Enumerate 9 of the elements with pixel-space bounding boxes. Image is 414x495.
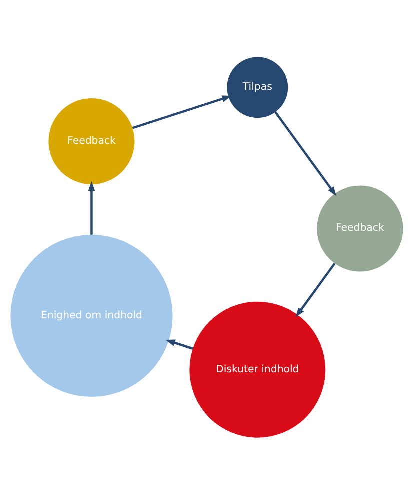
- node-circle: Feedback: [48, 98, 135, 185]
- arrow: [88, 181, 96, 235]
- arrow: [296, 262, 336, 318]
- node-circle: Tilpas: [227, 57, 288, 118]
- arrow: [132, 96, 232, 130]
- arrow: [166, 340, 194, 350]
- node-circle: Diskuter indhold: [190, 302, 326, 438]
- arrow: [274, 112, 337, 196]
- node-circle: Enighed om indhold: [10, 234, 173, 398]
